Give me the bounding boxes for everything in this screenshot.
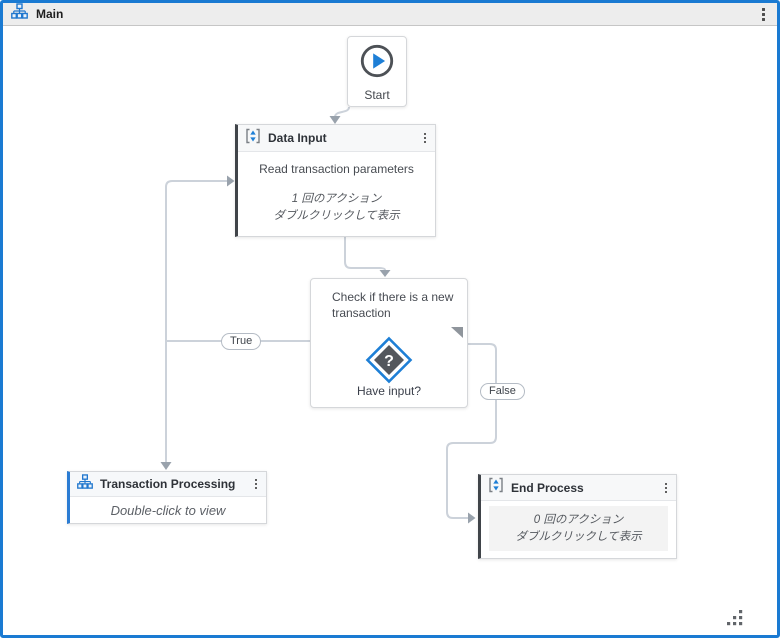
flowchart-canvas[interactable]: Start Data Input Read transaction parame…	[3, 27, 777, 635]
end-process-menu-button[interactable]	[661, 481, 671, 495]
end-process-expand-hint: ダブルクリックして表示	[515, 530, 642, 543]
resize-grip[interactable]	[727, 610, 743, 631]
data-input-node[interactable]: Data Input Read transaction parameters 1…	[235, 124, 436, 237]
flowchart-icon	[77, 473, 93, 495]
data-input-expand-hint: ダブルクリックして表示	[273, 210, 400, 222]
question-mark-glyph: ?	[384, 353, 394, 370]
data-input-header: Data Input	[238, 125, 435, 152]
data-input-action-count: 1 回のアクション	[291, 193, 382, 205]
start-node[interactable]: Start	[347, 36, 407, 107]
end-process-header: End Process	[481, 475, 676, 501]
end-process-body: 0 回のアクション ダブルクリックして表示	[481, 501, 676, 558]
data-input-collapsed-hint: 1 回のアクション ダブルクリックして表示	[273, 191, 399, 225]
window-menu-button[interactable]	[758, 6, 769, 23]
annotation-dock-icon[interactable]	[451, 325, 463, 338]
end-process-collapsed-hint: 0 回のアクション ダブルクリックして表示	[489, 506, 668, 551]
end-process-action-count: 0 回のアクション	[533, 513, 624, 526]
start-label: Start	[364, 87, 390, 102]
false-branch-label[interactable]: False	[480, 383, 525, 400]
end-process-node[interactable]: End Process 0 回のアクション ダブルクリックして表示	[478, 474, 677, 559]
play-icon	[358, 42, 396, 85]
transaction-processing-node[interactable]: Transaction Processing Double-click to v…	[67, 471, 267, 524]
transaction-processing-title: Transaction Processing	[100, 477, 236, 491]
data-input-body: Read transaction parameters 1 回のアクション ダブ…	[238, 152, 435, 236]
transaction-processing-menu-button[interactable]	[251, 477, 261, 491]
flowchart-icon	[11, 3, 28, 25]
transaction-processing-body: Double-click to view	[70, 497, 266, 523]
decision-question: Have input?	[356, 384, 422, 398]
decision-diamond-icon: ?	[365, 336, 413, 389]
decision-annotation: Check if there is a new transaction	[332, 290, 454, 320]
data-input-title: Data Input	[268, 131, 327, 145]
window-title: Main	[36, 7, 64, 21]
titlebar: Main	[3, 3, 777, 26]
sequence-icon	[488, 477, 504, 498]
transaction-processing-header: Transaction Processing	[70, 472, 266, 497]
end-process-title: End Process	[511, 480, 584, 495]
true-branch-label[interactable]: True	[221, 333, 262, 350]
decision-node[interactable]: Check if there is a new transaction ? Ha…	[310, 278, 468, 408]
data-input-menu-button[interactable]	[420, 131, 430, 145]
sequence-icon	[245, 128, 261, 149]
transaction-processing-hint: Double-click to view	[110, 502, 226, 518]
data-input-annotation: Read transaction parameters	[259, 162, 414, 176]
